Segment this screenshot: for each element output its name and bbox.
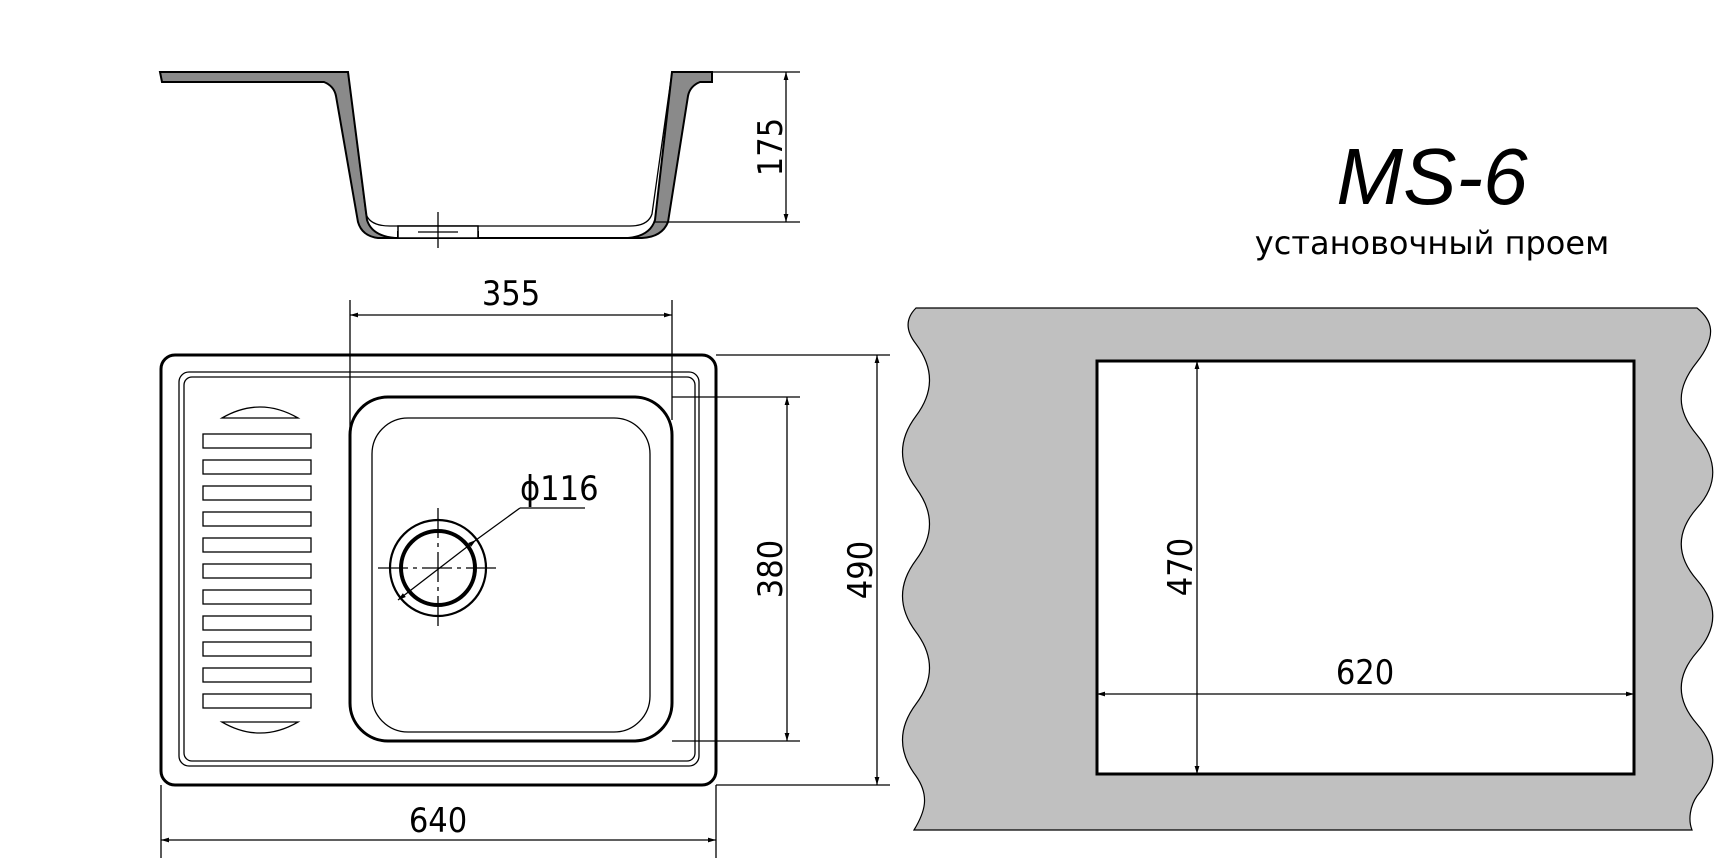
bowl-length-label: 380 [751, 540, 791, 598]
overall-length-label: 490 [841, 541, 881, 599]
drainboard-ribs [202, 406, 312, 734]
top-plan-view: ϕ116 355 380 [159, 274, 890, 858]
bowl-width-label: 355 [482, 274, 540, 314]
cutout-length-label: 470 [1161, 538, 1201, 596]
drain-diameter-line [397, 539, 477, 601]
depth-dimension-label: 175 [751, 118, 791, 176]
model-title: MS-6 [1336, 132, 1528, 221]
drain-diameter-label: ϕ116 [520, 469, 599, 509]
sink-section-profile [158, 71, 713, 239]
overall-width-label: 640 [409, 801, 467, 841]
sink-bowl [348, 395, 674, 743]
cutout-subtitle: установочный проем [1255, 224, 1609, 262]
countertop-cutout-view: 470 620 [901, 307, 1714, 831]
sink-outer-rim [159, 353, 718, 787]
cutout-opening [1095, 359, 1636, 776]
cutout-width-label: 620 [1336, 653, 1394, 693]
side-section-view: 175 [158, 71, 800, 248]
drain-hole: ϕ116 [378, 469, 599, 628]
